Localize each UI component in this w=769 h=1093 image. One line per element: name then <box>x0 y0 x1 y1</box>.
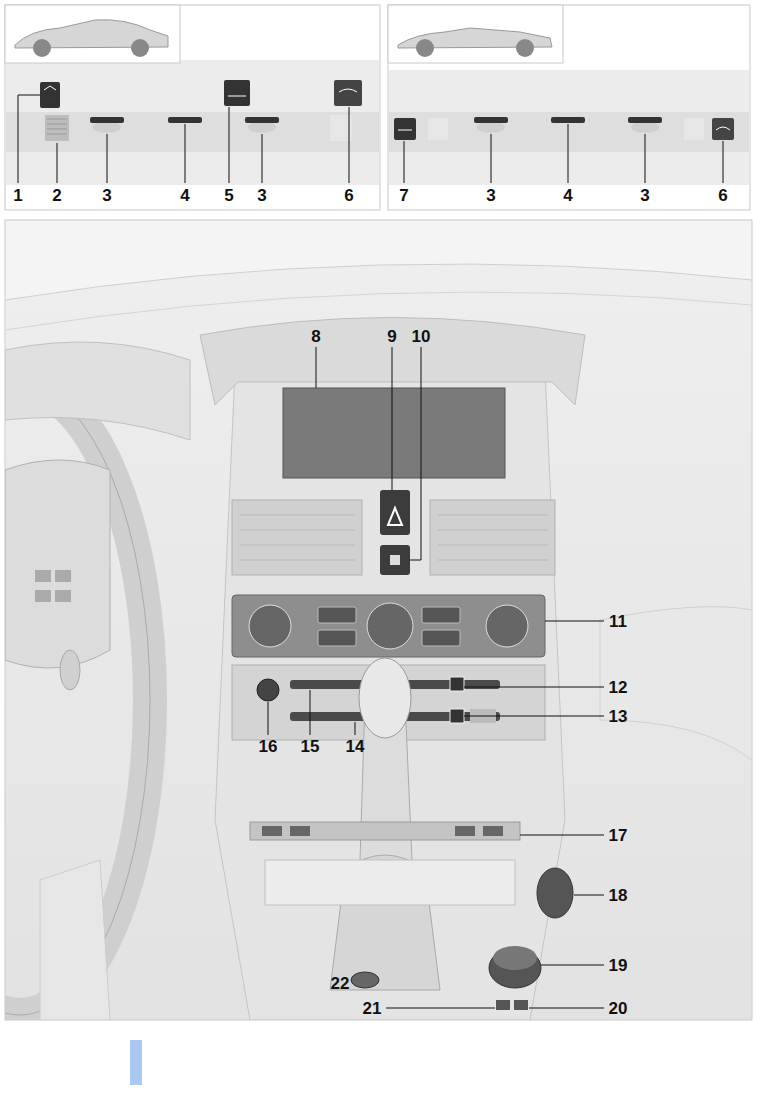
callout-number: 17 <box>609 827 628 844</box>
callout-number: 14 <box>346 738 365 755</box>
callout-number: 22 <box>331 975 350 992</box>
coupe-headliner-panel <box>5 5 380 210</box>
callout-number: 15 <box>301 738 320 755</box>
callout-number: 16 <box>259 738 278 755</box>
callout-number: 8 <box>311 328 320 345</box>
callout-number: 1 <box>13 187 22 204</box>
callout-number: 10 <box>412 328 431 345</box>
cockpit-view <box>0 220 752 1020</box>
callout-number: 19 <box>609 957 628 974</box>
callout-number: 9 <box>387 328 396 345</box>
callout-number: 21 <box>363 1000 382 1017</box>
callout-number: 6 <box>344 187 353 204</box>
callout-number: 6 <box>718 187 727 204</box>
callout-number: 3 <box>102 187 111 204</box>
callout-number: 2 <box>52 187 61 204</box>
callout-number: 7 <box>399 187 408 204</box>
callout-number: 5 <box>224 187 233 204</box>
callout-number: 18 <box>609 887 628 904</box>
callout-number: 11 <box>609 613 627 630</box>
callout-number: 4 <box>563 187 572 204</box>
callout-number: 20 <box>609 1000 628 1017</box>
callout-number: 3 <box>486 187 495 204</box>
convertible-headliner-panel <box>388 5 750 210</box>
callout-number: 12 <box>609 679 628 696</box>
callout-number: 13 <box>609 708 628 725</box>
callout-number: 4 <box>180 187 189 204</box>
callout-number: 3 <box>640 187 649 204</box>
leader-lines <box>18 95 723 1008</box>
callout-number: 3 <box>257 187 266 204</box>
page-marker <box>130 1040 142 1085</box>
